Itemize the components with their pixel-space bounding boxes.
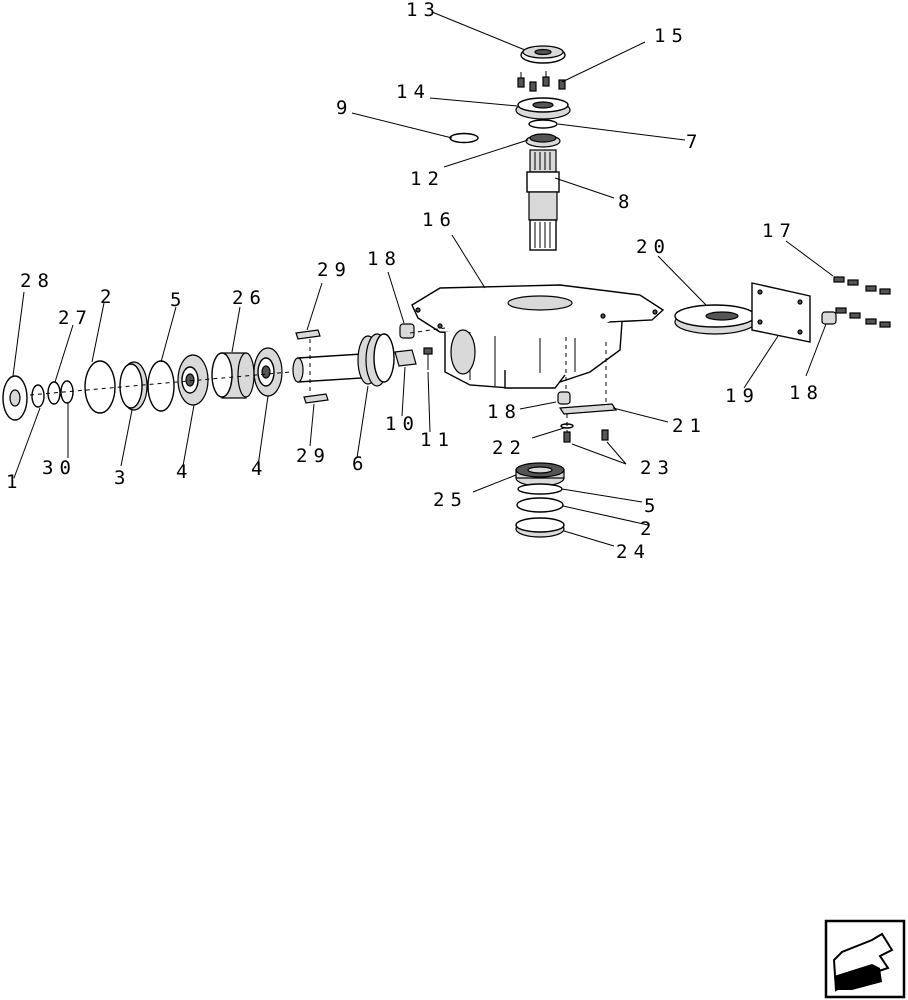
callout-15: 15 [654, 25, 689, 47]
callout-5-bottom: 5 [644, 495, 661, 517]
callout-4-left: 4 [176, 461, 193, 483]
part-1-ring [31, 384, 45, 408]
callout-2-left: 2 [100, 286, 117, 308]
callout-1: 1 [6, 471, 23, 493]
callout-10: 10 [385, 413, 420, 435]
callout-28: 28 [20, 270, 55, 292]
callout-23: 23 [640, 457, 675, 479]
part-30-ring [60, 380, 74, 404]
leader-lines [12, 11, 834, 547]
callout-8: 8 [618, 191, 635, 213]
callout-6: 6 [352, 453, 369, 475]
callout-20: 20 [636, 236, 671, 258]
part-23-screws [563, 429, 609, 443]
part-24-ring [515, 517, 565, 538]
part-29-key-bottom [303, 393, 329, 404]
part-13-seal [520, 45, 566, 64]
callout-5-left: 5 [170, 289, 187, 311]
part-5-seal-bottom [517, 483, 563, 495]
callout-21: 21 [672, 415, 707, 437]
callout-19: 19 [725, 385, 760, 407]
part-28-washer [2, 375, 28, 421]
part-9-snap-ring [449, 132, 479, 144]
callout-12: 12 [410, 168, 445, 190]
part-7-oring [528, 119, 558, 129]
callout-27: 27 [58, 307, 93, 329]
part-11-screw [423, 347, 433, 370]
part-4-bearing-left [177, 354, 209, 406]
callout-14: 14 [396, 81, 431, 103]
callout-labels: 13 15 14 9 7 12 8 16 20 17 28 27 2 5 26 … [6, 0, 824, 563]
callout-29-top: 29 [317, 259, 352, 281]
part-4-bearing-right [253, 347, 283, 397]
part-5-seal-left [147, 360, 175, 412]
callout-29-bottom: 29 [296, 445, 331, 467]
callout-30: 30 [42, 457, 77, 479]
part-18-plug-top [399, 323, 415, 339]
part-3-spacer [119, 361, 148, 411]
part-21-bracket [558, 403, 618, 415]
part-2-circlip-bottom [516, 497, 564, 513]
callout-13: 13 [406, 0, 441, 21]
page-return-arrow-icon[interactable] [824, 919, 906, 999]
part-8-splined-shaft [526, 149, 560, 251]
part-17-bolts [833, 276, 891, 328]
part-29-key-top [295, 329, 321, 340]
part-2-circlip-left [84, 360, 116, 414]
callout-24: 24 [616, 541, 651, 563]
callout-3: 3 [114, 467, 131, 489]
part-18-plug-right [821, 311, 837, 325]
part-25-bearing [515, 462, 565, 487]
callout-7: 7 [686, 131, 703, 153]
callout-9: 9 [336, 97, 353, 119]
callout-22: 22 [492, 437, 527, 459]
callout-4-right: 4 [251, 458, 268, 480]
part-14-cap [515, 97, 571, 120]
part-19-cover-plate [751, 282, 811, 343]
part-10-bracket [394, 349, 417, 367]
part-20-disc [674, 304, 756, 335]
callout-18-right: 18 [789, 382, 824, 404]
callout-26: 26 [232, 287, 267, 309]
callout-17: 17 [762, 220, 797, 242]
callout-25: 25 [433, 489, 468, 511]
part-18-plug-bottom [557, 391, 571, 405]
part-15-bolts [517, 71, 566, 92]
assembly-axes [29, 327, 607, 432]
callout-16: 16 [422, 209, 457, 231]
part-6-pinion-shaft [292, 333, 395, 387]
part-26-sleeve [211, 352, 255, 399]
callout-18-bottom: 18 [487, 401, 522, 423]
callout-2-bottom: 2 [640, 518, 657, 540]
part-16-gearbox-housing [411, 284, 665, 389]
callout-11: 11 [420, 429, 455, 451]
callout-18-top: 18 [367, 248, 402, 270]
part-12-bearing [525, 133, 561, 148]
